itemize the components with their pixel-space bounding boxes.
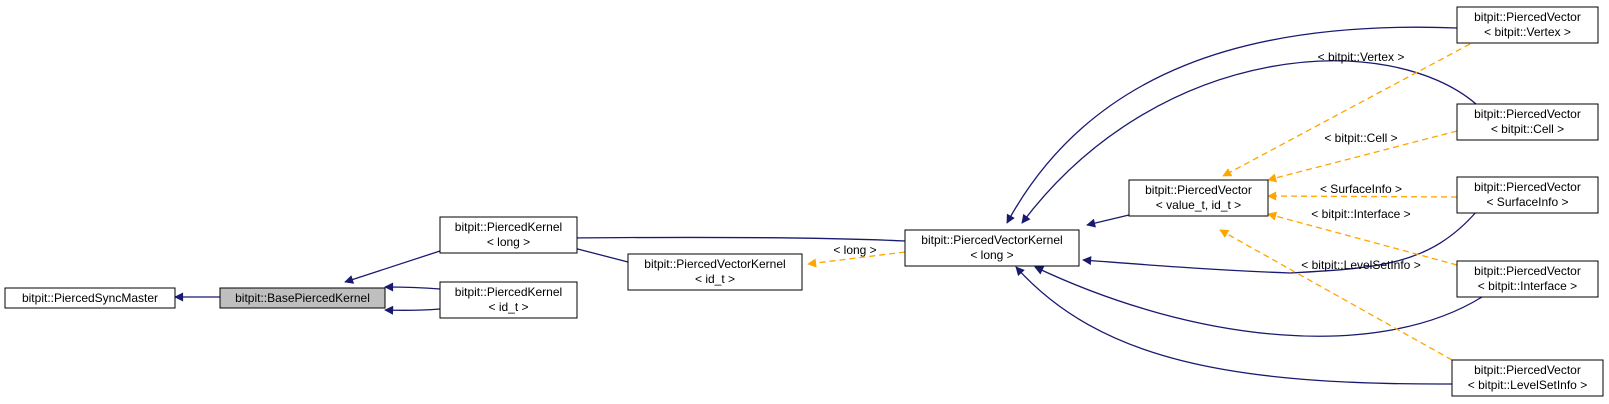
edge-pv-surfaceinfo-to-pv [1267, 191, 1458, 201]
svg-text:< id_t >: < id_t > [488, 300, 528, 314]
node-pierced-kernel-long[interactable]: bitpit::PiercedKernel < long > [439, 216, 578, 254]
svg-text:< SurfaceInfo >: < SurfaceInfo > [1486, 195, 1568, 209]
svg-text:< bitpit::LevelSetInfo >: < bitpit::LevelSetInfo > [1468, 378, 1587, 392]
node-pierced-vector-interface[interactable]: bitpit::PiercedVector < bitpit::Interfac… [1456, 260, 1599, 298]
edge-kernel-long-to-base [344, 250, 441, 284]
svg-text:bitpit::BasePiercedKernel: bitpit::BasePiercedKernel [235, 291, 370, 305]
node-pierced-kernel-id-t[interactable]: bitpit::PiercedKernel < id_t > [439, 281, 578, 319]
node-pierced-vector-kernel-id-t[interactable]: bitpit::PiercedVectorKernel < id_t > [627, 253, 803, 291]
svg-text:< bitpit::Interface >: < bitpit::Interface > [1478, 279, 1577, 293]
edge-label-cell: < bitpit::Cell > [1324, 131, 1397, 145]
node-pierced-vector[interactable]: bitpit::PiercedVector < value_t, id_t > [1128, 179, 1269, 217]
edge-label-surfaceinfo: < SurfaceInfo > [1320, 182, 1402, 196]
svg-text:< value_t, id_t >: < value_t, id_t > [1156, 198, 1241, 212]
edge-kernel-idt-to-base-1 [384, 282, 441, 292]
edge-pv-cell-to-pv [1267, 130, 1458, 183]
svg-text:< id_t >: < id_t > [695, 272, 735, 286]
node-pierced-vector-vertex[interactable]: bitpit::PiercedVector < bitpit::Vertex > [1456, 6, 1599, 44]
node-pierced-vector-kernel-long[interactable]: bitpit::PiercedVectorKernel < long > [904, 229, 1080, 267]
edge-pv-vertex-to-pv [1222, 43, 1471, 177]
edge-label-long: < long > [833, 243, 876, 257]
edge-vkernel-long-to-vkernel-idt [807, 251, 906, 268]
svg-text:bitpit::PiercedVectorKernel: bitpit::PiercedVectorKernel [644, 257, 785, 271]
svg-text:bitpit::PiercedVector: bitpit::PiercedVector [1474, 264, 1581, 278]
edge-label-interface: < bitpit::Interface > [1311, 207, 1410, 221]
svg-text:< long >: < long > [970, 248, 1013, 262]
edge-pv-surfaceinfo-to-vkernel-long [1082, 210, 1478, 274]
svg-text:bitpit::PiercedVector: bitpit::PiercedVector [1474, 180, 1581, 194]
node-pierced-vector-cell[interactable]: bitpit::PiercedVector < bitpit::Cell > [1456, 103, 1599, 141]
edge-pv-interface-to-vkernel-long [1034, 266, 1483, 337]
svg-text:< bitpit::Cell >: < bitpit::Cell > [1491, 122, 1564, 136]
edge-vkernel-long-to-kernel-long [565, 233, 906, 243]
edge-pv-levelsetinfo-to-pv [1219, 229, 1453, 361]
svg-text:< bitpit::Vertex >: < bitpit::Vertex > [1484, 25, 1571, 39]
edge-kernel-idt-to-base-2 [384, 305, 441, 315]
svg-text:< long >: < long > [487, 235, 530, 249]
svg-text:bitpit::PiercedVector: bitpit::PiercedVector [1145, 183, 1252, 197]
svg-text:bitpit::PiercedVector: bitpit::PiercedVector [1474, 107, 1581, 121]
edge-pv-cell-to-vkernel-long [1021, 60, 1477, 224]
edge-pv-interface-to-pv [1267, 211, 1458, 266]
edge-label-levelsetinfo: < bitpit::LevelSetInfo > [1301, 258, 1420, 272]
edge-pv-to-vkernel-long [1086, 214, 1130, 228]
edge-label-vertex: < bitpit::Vertex > [1318, 50, 1405, 64]
edge-pv-levelsetinfo-to-vkernel-long [1015, 266, 1453, 385]
edge-pv-vertex-to-vkernel-long [1006, 26, 1458, 224]
svg-text:bitpit::PiercedVector: bitpit::PiercedVector [1474, 10, 1581, 24]
svg-text:bitpit::PiercedKernel: bitpit::PiercedKernel [455, 220, 562, 234]
svg-text:bitpit::PiercedSyncMaster: bitpit::PiercedSyncMaster [22, 291, 158, 305]
svg-text:bitpit::PiercedVector: bitpit::PiercedVector [1474, 363, 1581, 377]
node-pierced-sync-master[interactable]: bitpit::PiercedSyncMaster [4, 287, 176, 309]
svg-text:bitpit::PiercedVectorKernel: bitpit::PiercedVectorKernel [921, 233, 1062, 247]
node-base-pierced-kernel[interactable]: bitpit::BasePiercedKernel [219, 287, 386, 309]
node-pierced-vector-surfaceinfo[interactable]: bitpit::PiercedVector < SurfaceInfo > [1456, 176, 1599, 214]
svg-text:bitpit::PiercedKernel: bitpit::PiercedKernel [455, 285, 562, 299]
node-pierced-vector-levelsetinfo[interactable]: bitpit::PiercedVector < bitpit::LevelSet… [1451, 359, 1604, 397]
